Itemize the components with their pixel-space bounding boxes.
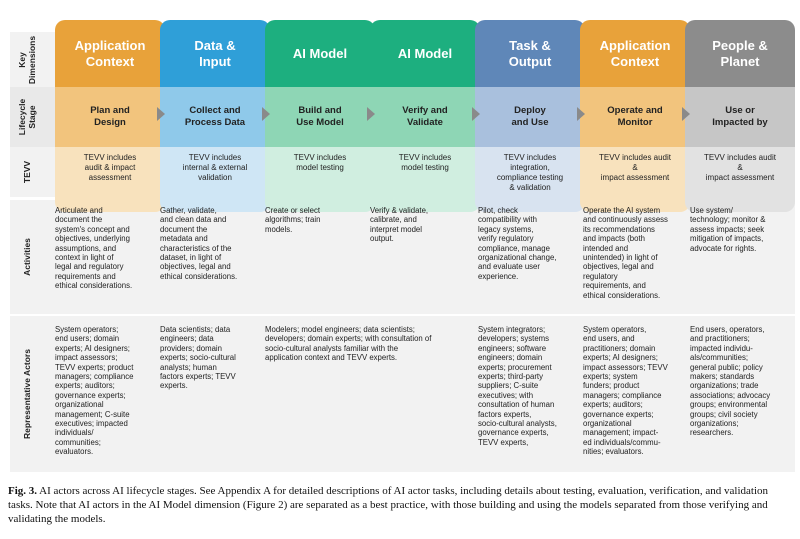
actors-operate-and-monitor: System operators, end users, and practit… xyxy=(583,325,668,457)
row-label-lifecycle-stage-text: Lifecycle Stage xyxy=(17,98,38,136)
tevv-label: TEVV includes model testing xyxy=(265,147,375,212)
stage-label: Use or Impacted by xyxy=(685,87,795,147)
actors-use-or-impacted-by: End users, operators, and practitioners;… xyxy=(690,325,771,438)
stage-label: Deploy and Use xyxy=(475,87,585,147)
arrow-right-icon xyxy=(682,107,690,121)
activities-operate-and-monitor: Operate the AI system and continuously a… xyxy=(583,206,668,300)
arrow-right-icon xyxy=(577,107,585,121)
figure-caption: Fig. 3. AI actors across AI lifecycle st… xyxy=(8,484,793,526)
row-label-tevv: TEVV xyxy=(12,147,42,197)
tevv-label: TEVV includes audit & impact assessment xyxy=(580,147,690,212)
actors-deploy-and-use: System integrators; developers; systems … xyxy=(478,325,557,447)
row-label-key-dimensions: Key Dimensions xyxy=(12,32,42,87)
stage-label: Plan and Design xyxy=(55,87,165,147)
stage-label: Operate and Monitor xyxy=(580,87,690,147)
activities-build-and-use-model: Create or select algorithms; train model… xyxy=(265,206,321,234)
tevv-label: TEVV includes internal & external valida… xyxy=(160,147,270,212)
dimension-header: AI Model xyxy=(265,20,375,87)
dimension-header: Application Context xyxy=(580,20,690,87)
dimension-header: AI Model xyxy=(370,20,480,87)
row-label-lifecycle-stage: Lifecycle Stage xyxy=(12,87,42,147)
figure-caption-text: AI actors across AI lifecycle stages. Se… xyxy=(8,485,769,525)
tevv-label: TEVV includes audit & impact assessment xyxy=(55,147,165,212)
row-label-activities-text: Activities xyxy=(22,238,33,276)
activities-plan-and-design: Articulate and document the system's con… xyxy=(55,206,133,291)
tevv-label: TEVV includes audit & impact assessment xyxy=(685,147,795,212)
activities-use-or-impacted-by: Use system/ technology; monitor & assess… xyxy=(690,206,766,253)
dimension-header: People & Planet xyxy=(685,20,795,87)
arrow-right-icon xyxy=(157,107,165,121)
activities-band xyxy=(10,200,795,314)
dimension-header: Data & Input xyxy=(160,20,270,87)
actors-plan-and-design: System operators; end users; domain expe… xyxy=(55,325,134,457)
arrow-right-icon xyxy=(472,107,480,121)
tevv-label: TEVV includes integration, compliance te… xyxy=(475,147,585,212)
dimension-header: Task & Output xyxy=(475,20,585,87)
activities-verify-and-validate: Verify & validate, calibrate, and interp… xyxy=(370,206,429,244)
stage-label: Collect and Process Data xyxy=(160,87,270,147)
actors-collect-and-process-data: Data scientists; data engineers; data pr… xyxy=(160,325,236,391)
row-label-key-dimensions-text: Key Dimensions xyxy=(17,35,37,84)
dimension-header: Application Context xyxy=(55,20,165,87)
stage-label: Build and Use Model xyxy=(265,87,375,147)
actors-band xyxy=(10,316,795,472)
row-label-activities: Activities xyxy=(12,200,42,314)
arrow-right-icon xyxy=(367,107,375,121)
figure-caption-label: Fig. 3. xyxy=(8,485,38,497)
activities-deploy-and-use: Pilot, check compatibility with legacy s… xyxy=(478,206,557,281)
row-label-representative-actors: Representative Actors xyxy=(12,316,42,472)
stage-label: Verify and Validate xyxy=(370,87,480,147)
row-label-representative-actors-text: Representative Actors xyxy=(22,349,33,439)
row-label-tevv-text: TEVV xyxy=(21,160,32,184)
actors-build-and-verify-model: Modelers; model engineers; data scientis… xyxy=(265,325,432,363)
arrow-right-icon xyxy=(262,107,270,121)
activities-collect-and-process-data: Gather, validate, and clean data and doc… xyxy=(160,206,238,281)
tevv-label: TEVV includes model testing xyxy=(370,147,480,212)
